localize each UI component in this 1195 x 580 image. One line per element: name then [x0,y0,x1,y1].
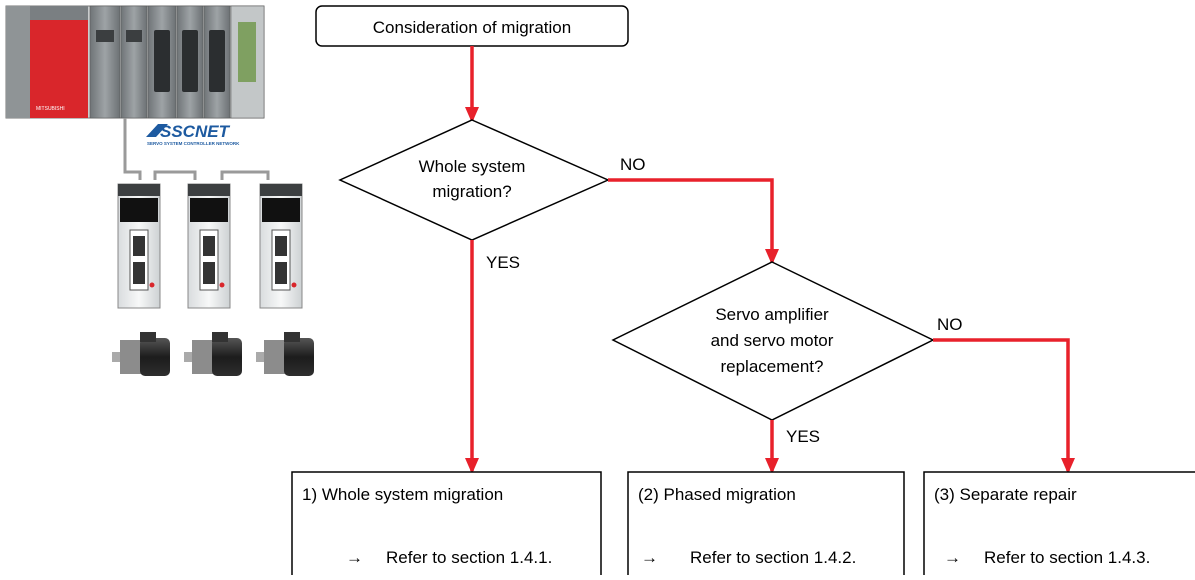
outcome1-reference: Refer to section 1.4.1. [386,548,552,567]
decision1-no-label: NO [620,155,646,174]
outcome3-arrow-glyph: → [944,548,961,567]
decision2-no-label: NO [937,315,963,334]
decision2-line3: replacement? [720,357,823,376]
decision2-line1: Servo amplifier [715,305,829,324]
outcome3-reference: Refer to section 1.4.3. [984,548,1150,567]
arrow-decision2-no [933,338,1075,474]
plc-rack: MITSUBISHI [5,5,265,119]
outcome3-title: (3) Separate repair [934,485,1077,504]
start-label: Consideration of migration [373,18,571,37]
outcome2-arrow-glyph: → [641,548,658,567]
outcome1-title: 1) Whole system migration [302,485,503,504]
servo-motor [112,332,170,376]
sscnet-logo-text: SSCNET [160,122,231,141]
hardware-illustration: MITSUBISHI SSCNET SERVO SYSTEM CONTROLLE… [5,5,314,376]
decision1-line2: migration? [432,182,511,201]
servo-motor [256,332,314,376]
outcome-separate-repair: (3) Separate repair → Refer to section 1… [923,471,1195,580]
plc-brand-label: MITSUBISHI [36,106,65,112]
plc-cpu-module [30,20,88,118]
outcome1-arrow-glyph: → [346,548,363,567]
servo-amplifier [117,183,161,309]
sscnet-logo: SSCNET SERVO SYSTEM CONTROLLER NETWORK [146,122,240,146]
outcome2-title: (2) Phased migration [638,485,796,504]
decision-whole-system [338,119,610,241]
decision1-line1: Whole system [419,157,526,176]
servo-amplifier [187,183,231,309]
arrow-decision1-no [608,178,779,265]
servo-amplifier [259,183,303,309]
sscnet-logo-subtitle: SERVO SYSTEM CONTROLLER NETWORK [147,141,240,146]
servo-motor [184,332,242,376]
outcome-phased-migration: (2) Phased migration → Refer to section … [627,471,905,580]
outcome-whole-system-migration: 1) Whole system migration → Refer to sec… [291,471,602,580]
decision2-line2: and servo motor [711,331,834,350]
outcome2-reference: Refer to section 1.4.2. [690,548,856,567]
network-cables [123,118,270,180]
decision2-yes-label: YES [786,427,820,446]
decision1-yes-label: YES [486,253,520,272]
